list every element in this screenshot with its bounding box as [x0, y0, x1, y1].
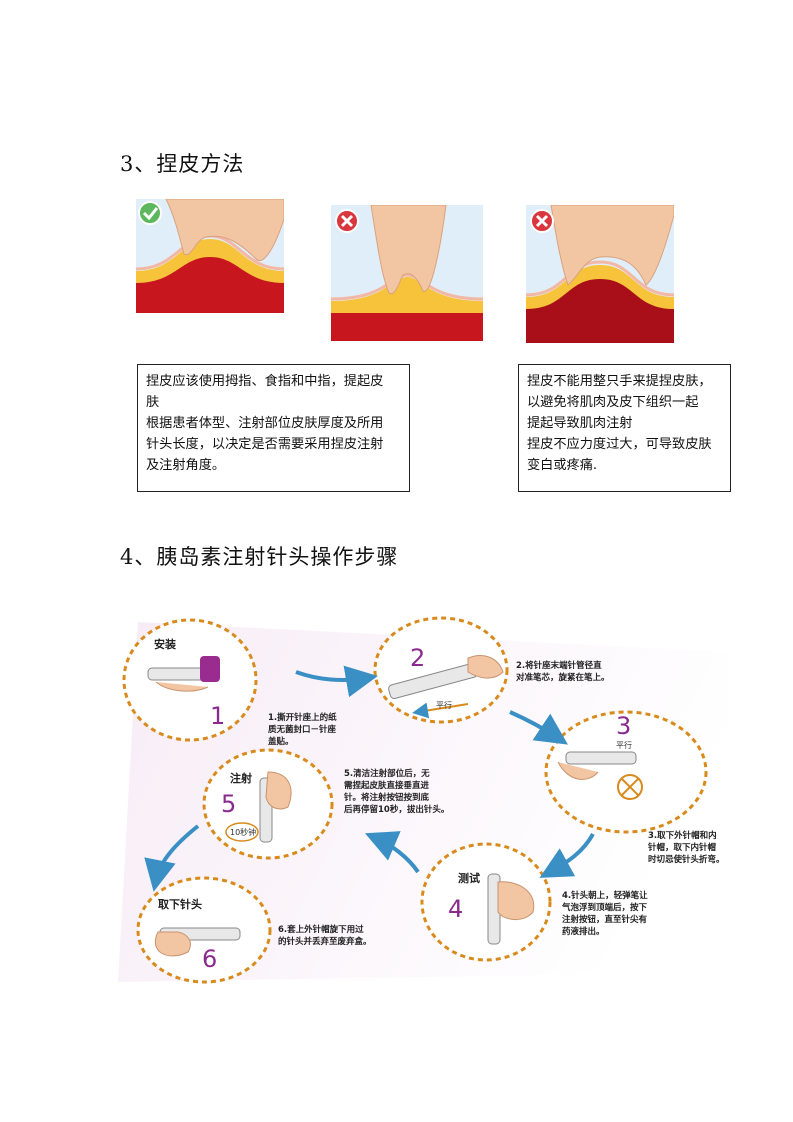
textbox-line: 捏皮不能用整只手来提捏皮肤，: [527, 374, 712, 389]
step-number: 5: [221, 790, 236, 818]
flow-arrows: [144, 665, 595, 892]
section-3-heading: 3、捏皮方法: [120, 152, 245, 176]
textbox-line: 捏皮不应力度过大，可导致皮肤: [527, 437, 712, 452]
pinch-wrong-illustration-2: [526, 205, 674, 343]
step-caption: 时切忌使针头折弯。: [648, 854, 725, 865]
step-title: 安装: [154, 637, 176, 651]
step-caption: 1.撕开针座上的纸: [268, 712, 337, 723]
step-caption: 药液排出。: [562, 926, 605, 937]
step-3: 3 平行 3.取下外针帽和内 针帽，取下内针帽 时切忌使针头折弯。: [544, 710, 725, 865]
textbox-line: 变白或疼痛.: [527, 458, 598, 473]
pinch-wrong-illustration-1: [331, 205, 483, 341]
step-label: 平行: [616, 740, 632, 750]
textbox-line: 提起导致肌肉注射: [527, 416, 633, 431]
step-number: 4: [448, 895, 463, 923]
step-caption: 质无菌封口－针座: [268, 724, 337, 735]
step-5: 注射 5 10秒钟 5.清洁注射部位后，无 需捏起皮肤直接垂直进 针。将注射按钮…: [202, 748, 449, 860]
step-2: 2 平行 2.将针座末端针管径直 对准笔芯，旋紧在笔上。: [373, 616, 610, 724]
step-caption: 4.针头朝上，轻弹笔让: [562, 890, 648, 901]
textbox-line: 捏皮应该使用拇指、食指和中指，提起皮: [146, 374, 384, 389]
step-number: 3: [616, 712, 631, 740]
check-icon: [138, 201, 162, 225]
section-4-heading: 4、胰岛素注射针头操作步骤: [120, 545, 399, 569]
pinch-correct-textbox: 捏皮应该使用拇指、食指和中指，提起皮 肤 根据患者体型、注射部位皮肤厚度及所用 …: [137, 364, 410, 492]
step-4: 测试 4 4.针头朝上，轻弹笔让 气泡浮到顶端后，按下 注射按钮，直至针尖有 药…: [420, 842, 648, 962]
step-title: 取下针头: [158, 897, 202, 911]
step-label: 平行: [436, 700, 452, 710]
textbox-line: 以避免将肌肉及皮下组织一起: [527, 395, 699, 410]
cross-icon: [530, 209, 554, 233]
step-1: 安装 1 1.撕开针座上的纸 质无菌封口－针座 盖贴。: [122, 618, 337, 747]
step-caption: 后再停留10秒，拔出针头。: [344, 804, 449, 815]
step-caption: 需捏起皮肤直接垂直进: [344, 780, 430, 791]
step-caption: 针帽，取下内针帽: [648, 842, 717, 853]
step-number: 1: [210, 702, 225, 730]
step-caption: 注射按钮，直至针尖有: [562, 914, 648, 925]
textbox-line: 及注射角度。: [146, 458, 226, 473]
pinch-wrong-textbox: 捏皮不能用整只手来提捏皮肤， 以避免将肌肉及皮下组织一起 提起导致肌肉注射 捏皮…: [518, 364, 731, 492]
step-6: 取下针头 6 6.套上外针帽旋下用过 的针头并丢弃至废弃盒。: [136, 876, 372, 984]
step-caption: 对准笔芯，旋紧在笔上。: [516, 672, 610, 683]
pinch-correct-illustration: [136, 199, 284, 313]
step-caption: 3.取下外针帽和内: [648, 830, 717, 841]
step-title: 测试: [458, 871, 480, 885]
injection-steps-diagram: 安装 1 1.撕开针座上的纸 质无菌封口－针座 盖贴。 2 平行 2.将针座末端…: [118, 616, 734, 984]
step-number: 2: [410, 644, 425, 672]
step-caption: 针。将注射按钮按到底: [344, 792, 430, 803]
step-caption: 5.清洁注射部位后，无: [344, 768, 430, 779]
step-title: 注射: [230, 771, 252, 785]
step-caption: 的针头并丢弃至废弃盒。: [278, 936, 372, 947]
step-caption: 气泡浮到顶端后，按下: [561, 902, 648, 913]
textbox-line: 针头长度，以决定是否需要采用捏皮注射: [146, 437, 384, 452]
textbox-line: 肤: [146, 395, 160, 410]
step-caption: 2.将针座末端针管径直: [516, 660, 602, 671]
step-number: 6: [202, 945, 217, 973]
step-label: 10秒钟: [230, 827, 256, 837]
textbox-line: 根据患者体型、注射部位皮肤厚度及所用: [146, 416, 384, 431]
cross-icon: [335, 209, 359, 233]
step-caption: 6.套上外针帽旋下用过: [278, 924, 364, 935]
step-caption: 盖贴。: [268, 736, 294, 747]
